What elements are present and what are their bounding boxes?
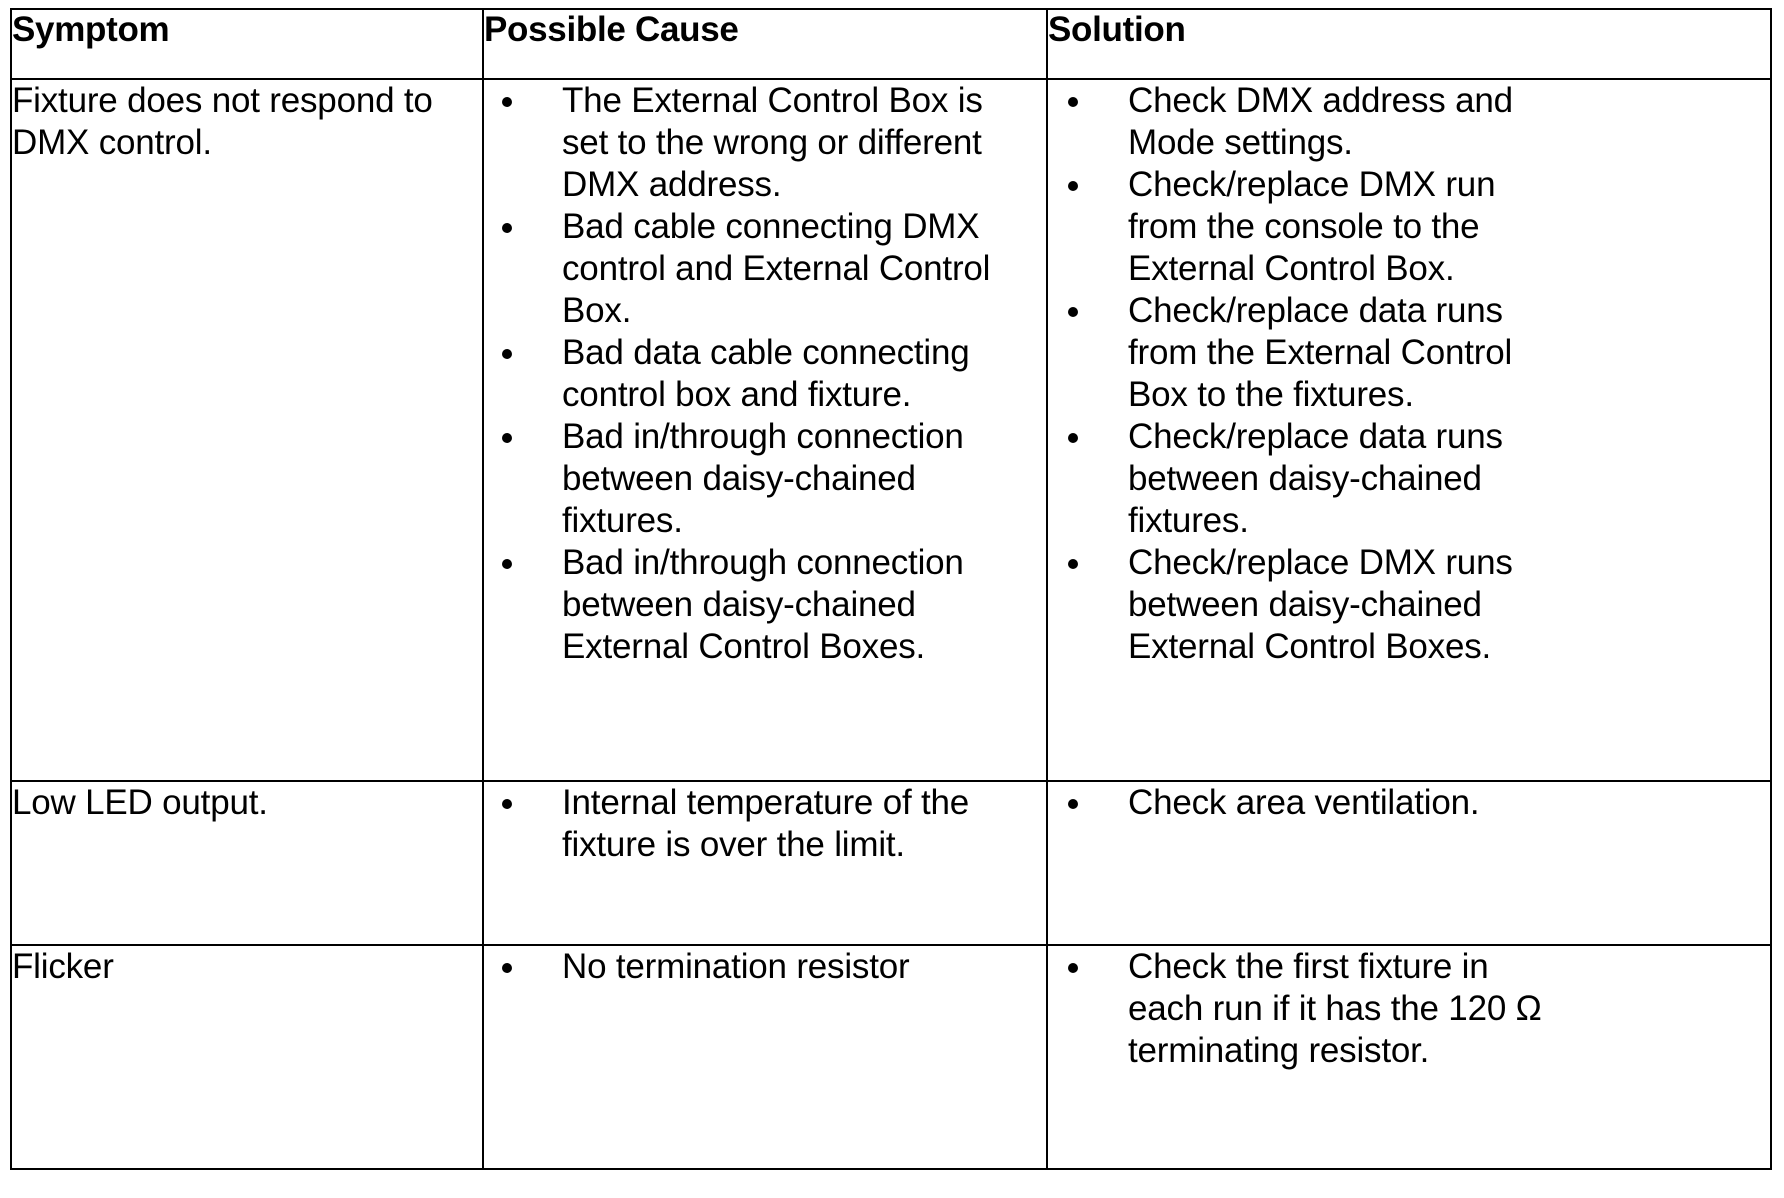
bullet-icon xyxy=(502,963,512,973)
troubleshooting-table: Symptom Possible Cause Solution Fixture … xyxy=(10,8,1772,1170)
bullet-icon xyxy=(1068,559,1078,569)
list-item: Bad in/through connection between daisy-… xyxy=(484,416,1046,542)
list-item-text: No termination resistor xyxy=(562,947,910,986)
symptom-cell: Flicker xyxy=(10,944,484,1170)
list-item: Check area ventilation. xyxy=(1048,782,1770,824)
solution-list: Check the first fixture in each run if i… xyxy=(1048,946,1770,1072)
list-item-text: Bad cable connecting DMX control and Ext… xyxy=(562,207,991,330)
list-item: Bad cable connecting DMX control and Ext… xyxy=(484,206,1046,332)
bullet-icon xyxy=(1068,307,1078,317)
possible-cause-cell: The External Control Box is set to the w… xyxy=(482,78,1048,782)
list-item: The External Control Box is set to the w… xyxy=(484,80,1046,206)
solution-list: Check DMX address and Mode settings. Che… xyxy=(1048,80,1770,668)
symptom-text: Low LED output. xyxy=(12,783,268,822)
list-item-text: Bad data cable connecting control box an… xyxy=(562,333,970,414)
bullet-icon xyxy=(1068,963,1078,973)
bullet-icon xyxy=(502,349,512,359)
list-item: No termination resistor xyxy=(484,946,1046,988)
table-body: Fixture does not respond to DMX control.… xyxy=(10,78,1772,1170)
solution-cell: Check the first fixture in each run if i… xyxy=(1046,944,1772,1170)
list-item-text: The External Control Box is set to the w… xyxy=(562,81,983,204)
bullet-icon xyxy=(502,223,512,233)
list-item-text: Check/replace data runs from the Externa… xyxy=(1128,291,1513,414)
table-row: Fixture does not respond to DMX control.… xyxy=(10,78,1772,782)
symptom-text: Flicker xyxy=(12,947,114,986)
possible-cause-list: The External Control Box is set to the w… xyxy=(484,80,1046,668)
list-item: Bad data cable connecting control box an… xyxy=(484,332,1046,416)
bullet-icon xyxy=(502,433,512,443)
list-item: Check/replace data runs from the Externa… xyxy=(1048,290,1770,416)
bullet-icon xyxy=(1068,433,1078,443)
bullet-icon xyxy=(502,97,512,107)
bullet-icon xyxy=(1068,799,1078,809)
table-header: Symptom Possible Cause Solution xyxy=(10,8,1772,80)
list-item: Bad in/through connection between daisy-… xyxy=(484,542,1046,668)
list-item: Check the first fixture in each run if i… xyxy=(1048,946,1770,1072)
table-row: Flicker No termination resistor xyxy=(10,944,1772,1170)
list-item: Internal temperature of the fixture is o… xyxy=(484,782,1046,866)
bullet-icon xyxy=(1068,97,1078,107)
solution-cell: Check area ventilation. xyxy=(1046,780,1772,946)
bullet-icon xyxy=(502,799,512,809)
list-item: Check/replace data runs between daisy-ch… xyxy=(1048,416,1770,542)
symptom-cell: Fixture does not respond to DMX control. xyxy=(10,78,484,782)
list-item: Check/replace DMX run from the console t… xyxy=(1048,164,1770,290)
column-header-possible-cause: Possible Cause xyxy=(482,8,1048,80)
possible-cause-cell: No termination resistor xyxy=(482,944,1048,1170)
bullet-icon xyxy=(502,559,512,569)
header-row: Symptom Possible Cause Solution xyxy=(10,8,1772,80)
solution-cell: Check DMX address and Mode settings. Che… xyxy=(1046,78,1772,782)
column-header-solution: Solution xyxy=(1046,8,1772,80)
list-item-text: Bad in/through connection between daisy-… xyxy=(562,417,964,540)
list-item-text: Bad in/through connection between daisy-… xyxy=(562,543,964,666)
possible-cause-list: Internal temperature of the fixture is o… xyxy=(484,782,1046,866)
list-item-text: Check/replace DMX run from the console t… xyxy=(1128,165,1496,288)
table-row: Low LED output. Internal temperature of … xyxy=(10,780,1772,946)
symptom-cell: Low LED output. xyxy=(10,780,484,946)
list-item-text: Check/replace data runs between daisy-ch… xyxy=(1128,417,1503,540)
symptom-text: Fixture does not respond to DMX control. xyxy=(12,81,433,162)
list-item-text: Internal temperature of the fixture is o… xyxy=(562,783,970,864)
bullet-icon xyxy=(1068,181,1078,191)
possible-cause-list: No termination resistor xyxy=(484,946,1046,988)
solution-list: Check area ventilation. xyxy=(1048,782,1770,824)
list-item: Check/replace DMX runs between daisy-cha… xyxy=(1048,542,1770,668)
list-item-text: Check the first fixture in each run if i… xyxy=(1128,947,1542,1070)
column-header-symptom: Symptom xyxy=(10,8,484,80)
list-item-text: Check/replace DMX runs between daisy-cha… xyxy=(1128,543,1513,666)
list-item: Check DMX address and Mode settings. xyxy=(1048,80,1770,164)
possible-cause-cell: Internal temperature of the fixture is o… xyxy=(482,780,1048,946)
list-item-text: Check area ventilation. xyxy=(1128,783,1480,822)
list-item-text: Check DMX address and Mode settings. xyxy=(1128,81,1513,162)
